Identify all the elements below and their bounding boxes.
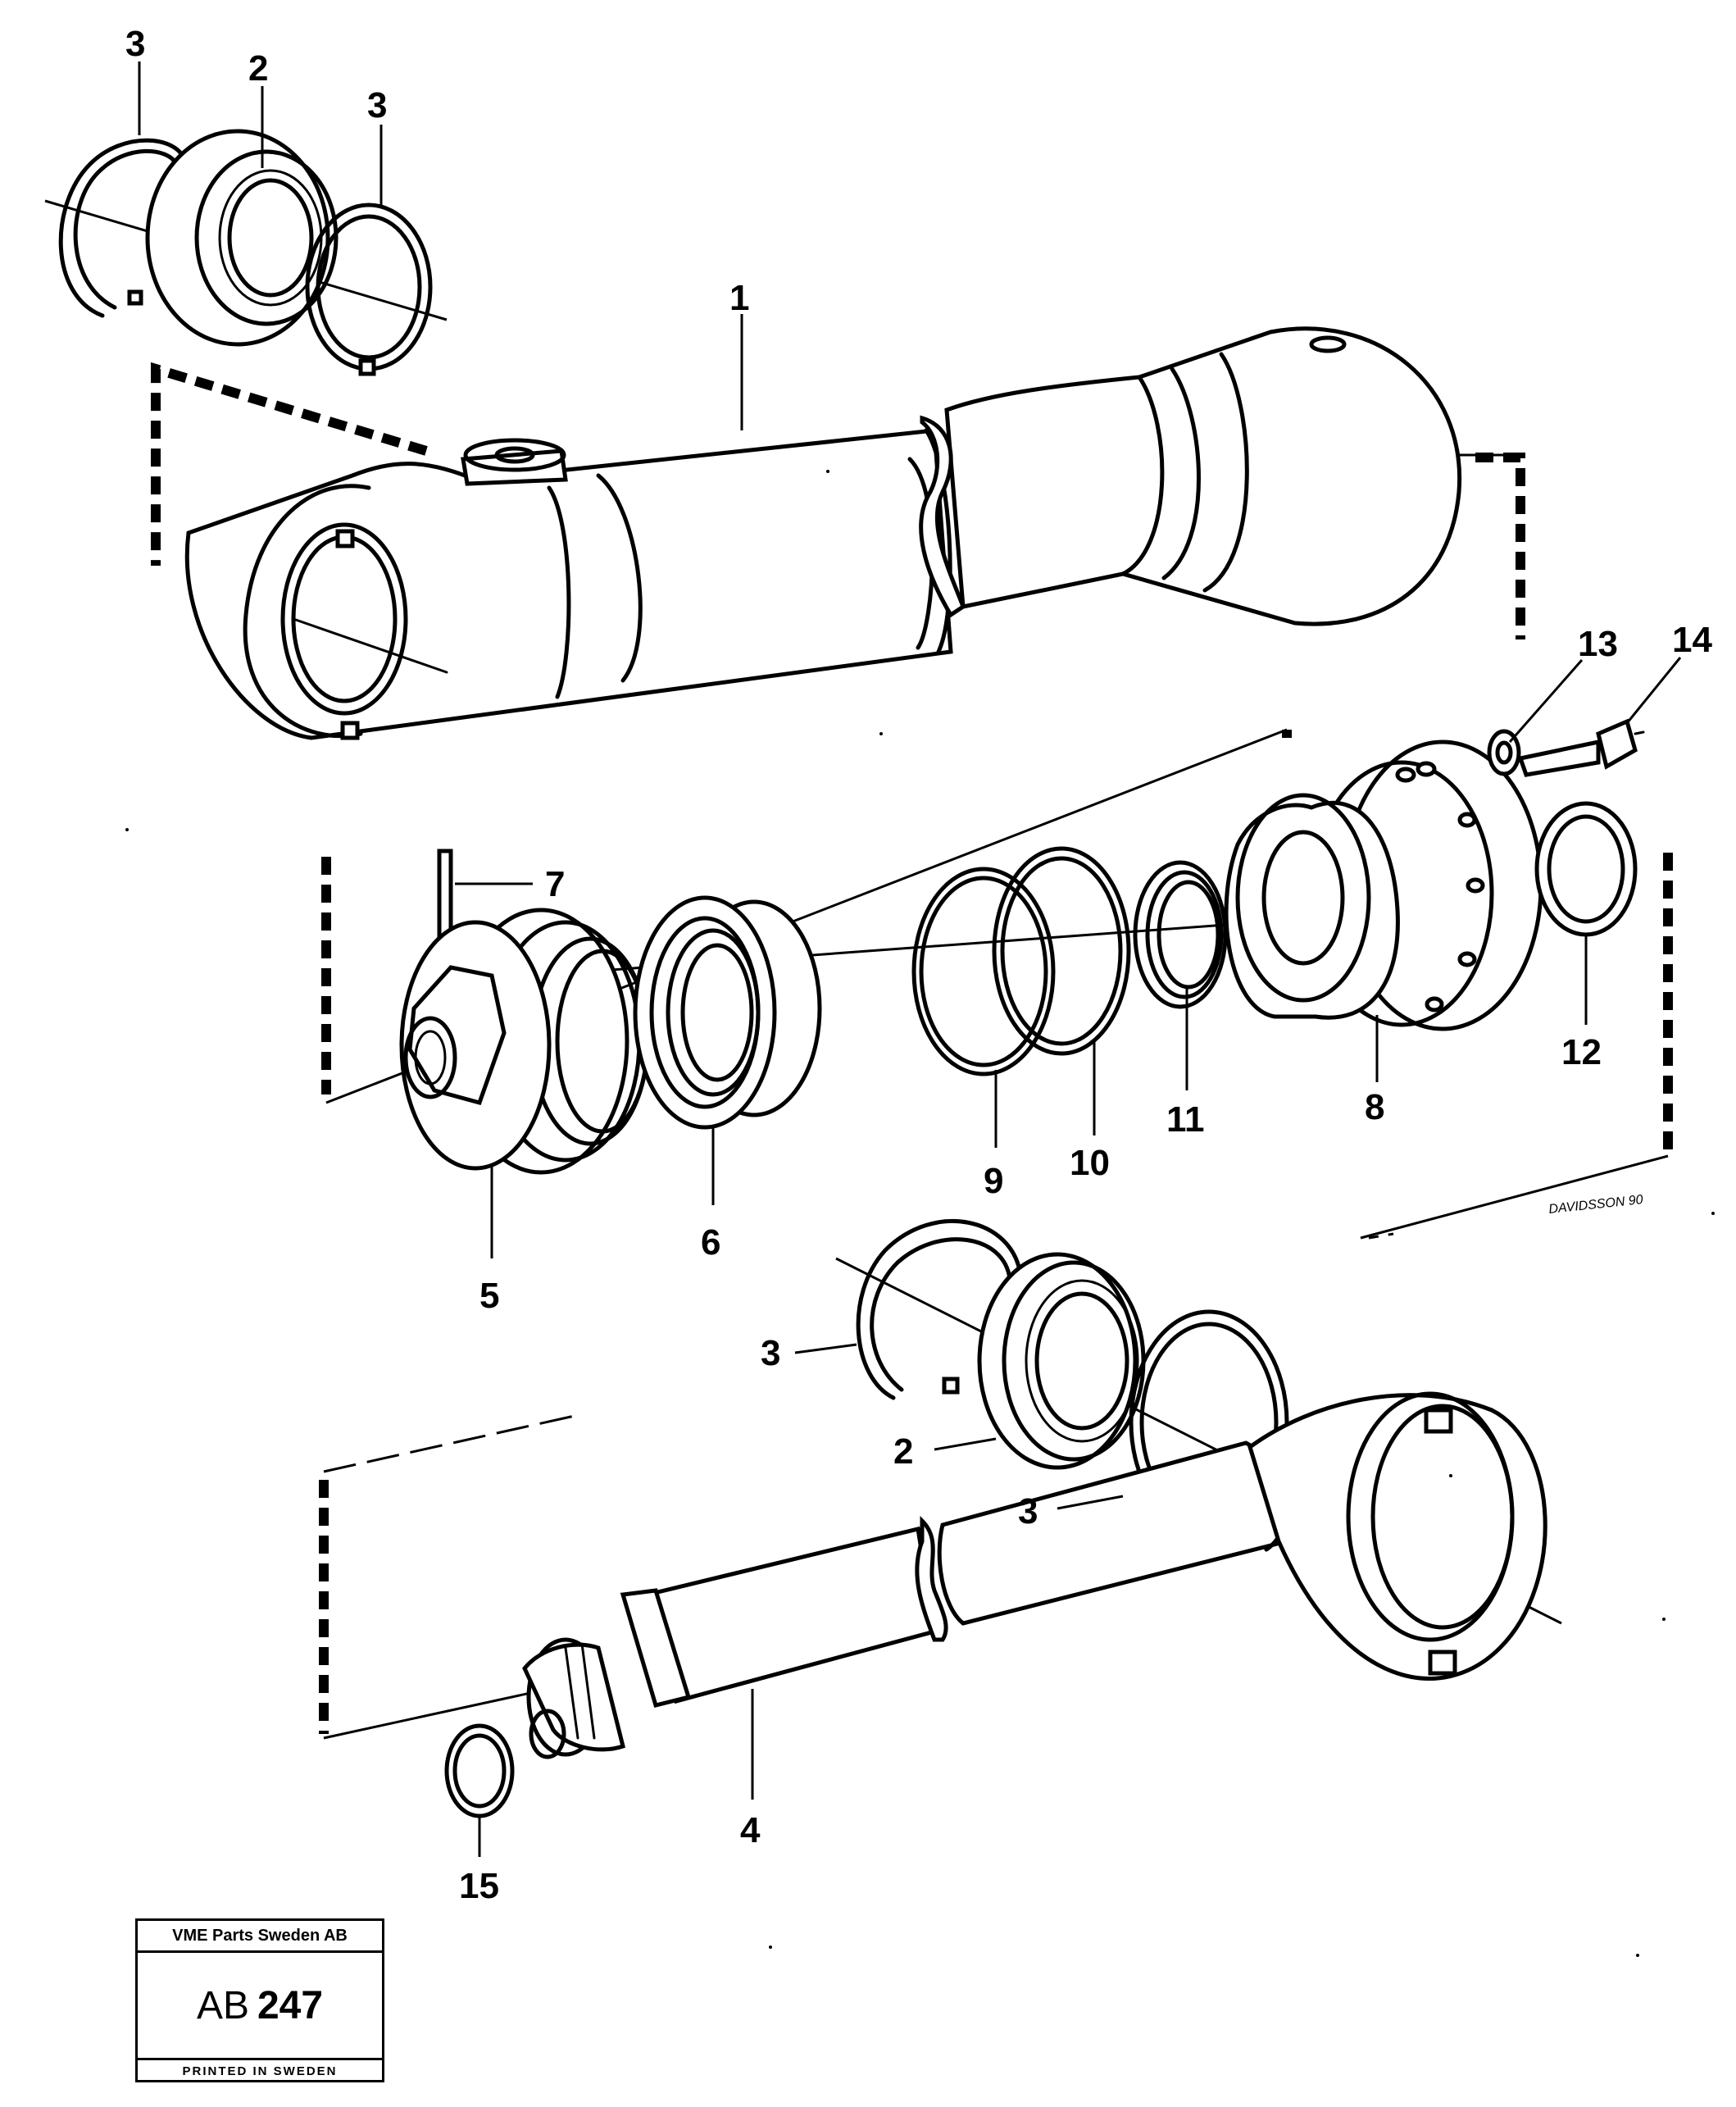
drafter-signature: DAVIDSSON 90 [1548,1193,1644,1217]
stamp-code: AB 247 [138,1953,382,2060]
seal-ring-6 [633,895,822,1130]
rod-guide-line-top [323,1413,583,1473]
stamp-company: VME Parts Sweden AB [138,1921,382,1953]
stamp-printed-in: PRINTED IN SWEDEN [182,2064,338,2078]
callout-label: 7 [545,864,565,904]
callout-label: 5 [479,1276,499,1316]
callout-label: 10 [1070,1143,1110,1183]
callout-label: 15 [459,1866,499,1906]
piston-alignment-dashes-left [321,730,1292,1094]
stamp-code-number: 247 [257,1983,324,2027]
cylinder-head-8 [1224,739,1543,1031]
piston-guide-line-lower [1360,1154,1669,1240]
top-bushing-group [44,129,448,376]
callout-label: 3 [761,1333,780,1373]
bushing-top [145,129,339,347]
circlip-ring-top-right [305,203,433,376]
tube-alignment-dashes-left [151,362,428,566]
piston-rod-4 [522,1391,1547,1759]
ring-10 [992,846,1131,1056]
wiper-ring-12 [1534,801,1638,937]
callout-label: 4 [740,1810,761,1850]
callout-group: 3 2 3 1 13 14 7 12 8 11 10 9 6 5 3 2 3 4 [125,24,1712,1906]
rod-guide-line-bottom [323,1687,550,1740]
callout-label: 8 [1365,1087,1384,1127]
piston-5 [399,908,650,1175]
circlip-ring-bottom-left [856,1219,1023,1400]
tube-alignment-dashes-right [1475,453,1525,639]
callout-label: 9 [984,1161,1003,1201]
bushing-bottom [977,1252,1146,1470]
o-ring-15 [444,1723,515,1818]
ring-11 [1133,860,1228,1009]
callout-label: 14 [1672,620,1712,660]
scan-specks [125,470,1715,1957]
callout-label: 3 [1018,1491,1038,1531]
callout-label: 11 [1166,1099,1205,1140]
stamp-code-prefix: AB [196,1983,249,2027]
callout-label: 3 [125,24,145,64]
washer-13 [1487,729,1521,776]
screw-14 [1517,718,1645,777]
callout-label: 13 [1578,624,1618,664]
callout-label: 1 [729,278,749,318]
circlip-ring-top-left [58,138,187,318]
ring-9 [911,867,1056,1076]
callout-label: 2 [248,48,268,89]
callout-label: 12 [1561,1032,1602,1072]
callout-label: 6 [701,1222,720,1263]
callout-label: 2 [893,1431,913,1472]
parts-catalog-stamp: VME Parts Sweden AB AB 247 PRINTED IN SW… [135,1918,384,2082]
pin-7 [437,849,453,944]
callout-label: 3 [367,85,387,125]
cylinder-tube [184,326,1462,740]
